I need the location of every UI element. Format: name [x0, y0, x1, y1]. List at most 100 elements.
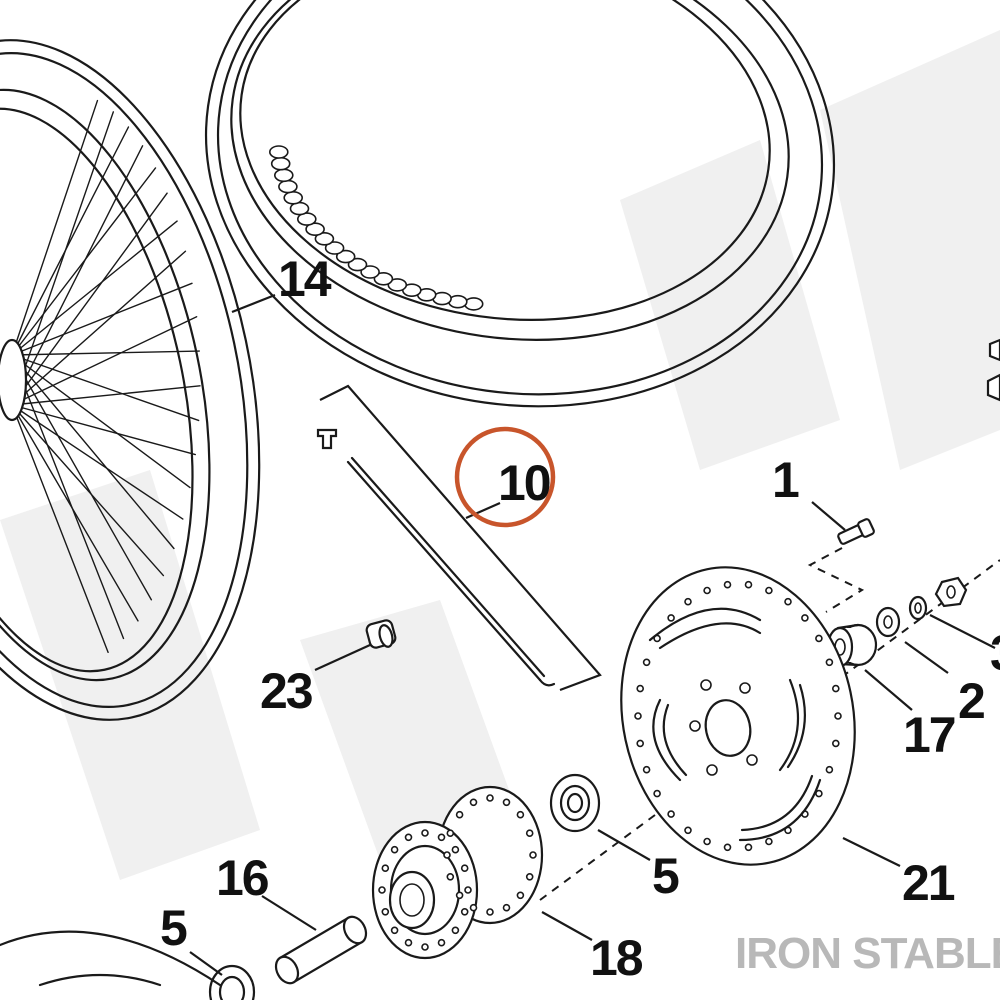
hub-hole [529, 851, 537, 859]
hub-hole [502, 798, 511, 807]
hub-hole [446, 872, 455, 881]
hub-hole [443, 851, 451, 859]
spoke-line [11, 354, 200, 422]
rim-hole [268, 145, 289, 159]
hub-hole [390, 926, 399, 935]
disc-hole [723, 843, 732, 852]
spoke-line [11, 350, 201, 356]
wheel-hub-part [371, 785, 544, 960]
spoke-line [11, 167, 157, 356]
disc-hole [723, 580, 732, 589]
spoke-line [11, 192, 168, 406]
watermark-letter-u [0, 470, 260, 880]
part-label-1[interactable]: 1 [772, 452, 801, 508]
part-label-14[interactable]: 14 [278, 251, 334, 307]
watermark-letter-t [820, 30, 1000, 470]
leader-17 [864, 669, 913, 711]
disc-hole [825, 765, 834, 774]
hub-hole [451, 845, 460, 854]
rim-hole [324, 241, 345, 255]
axle-nut [934, 576, 968, 608]
spoke-line [11, 404, 196, 456]
assembled-wheel [0, 39, 261, 721]
hub-hole [437, 938, 446, 947]
part-label-18[interactable]: 18 [590, 930, 645, 986]
washer-flat [875, 606, 901, 638]
disc-hole [684, 597, 692, 606]
part-label-3[interactable]: 3 [990, 625, 1000, 681]
part-label-2[interactable]: 2 [958, 673, 986, 729]
hub-hole [460, 907, 469, 916]
part-label-5-upper[interactable]: 5 [652, 848, 681, 904]
leader-16 [261, 895, 317, 931]
brake-disc [620, 566, 856, 866]
hub-hole [437, 833, 446, 842]
part-label-21[interactable]: 21 [902, 855, 957, 911]
disc-vent-holes [634, 580, 842, 852]
spoke-line [11, 354, 125, 640]
disc-hole [801, 614, 809, 622]
leader-21 [842, 837, 901, 867]
spoke-nipple [316, 428, 338, 450]
part-label-16[interactable]: 16 [216, 850, 270, 906]
spoke-line [11, 404, 165, 577]
rim-hole [373, 271, 394, 286]
leader-lines [189, 293, 996, 976]
spoke-line [11, 145, 144, 406]
disc-hole [642, 658, 651, 667]
hub-hole [421, 943, 429, 951]
leader-5-lower [189, 951, 223, 976]
hub-hole [464, 886, 472, 894]
rim-spoke-holes [268, 145, 484, 311]
bolt-axis-dashed [807, 547, 865, 613]
disc-hole [684, 826, 692, 835]
highlight-circle [454, 426, 556, 528]
rim-hole [387, 278, 408, 292]
disc-hole [831, 739, 840, 748]
hub-hole [525, 872, 534, 881]
hub-hole [404, 938, 413, 947]
bolt [837, 518, 875, 545]
hub-hole [516, 810, 525, 819]
rim-hole [314, 232, 335, 246]
hub-hole [381, 864, 390, 873]
spoke-bracket [319, 384, 602, 692]
spoke-shaft [346, 460, 542, 682]
disc-hole [784, 597, 792, 606]
spoke-line [11, 385, 201, 406]
wheel-spokes [11, 99, 201, 654]
rim-hole [283, 191, 304, 205]
spoke-line [11, 250, 187, 406]
hub-hole [469, 903, 478, 912]
disc-hole [653, 789, 661, 798]
rim-hole [273, 168, 294, 183]
rim-hole [347, 257, 368, 272]
hub-hole [404, 833, 413, 842]
spoke-line [11, 99, 99, 356]
hub-hole [486, 908, 494, 916]
part-label-17[interactable]: 17 [903, 707, 957, 763]
spoke-line [11, 404, 184, 520]
leader-23 [314, 643, 371, 672]
hub-hole [455, 810, 464, 819]
disc-hole [744, 580, 753, 589]
part-label-10[interactable]: 10 [498, 455, 552, 511]
brand-wordmark: IRON STABLE [735, 929, 1000, 978]
spoke-line [11, 404, 109, 654]
hub-hole [446, 829, 455, 838]
part-label-23[interactable]: 23 [260, 663, 314, 719]
spoke-line [11, 126, 130, 356]
hub-hole [460, 864, 469, 873]
watermark-letter-s [620, 140, 840, 470]
disc-hole [815, 634, 823, 643]
hub-hole [469, 798, 478, 807]
part-label-5-lower[interactable]: 5 [160, 900, 189, 956]
spoke-line [11, 354, 191, 489]
rim-hole [360, 265, 380, 279]
disc-hole [667, 614, 675, 622]
disc-hole [765, 837, 773, 846]
hub-hole [525, 829, 534, 838]
disc-hole [831, 684, 840, 693]
leader-14 [231, 293, 276, 314]
